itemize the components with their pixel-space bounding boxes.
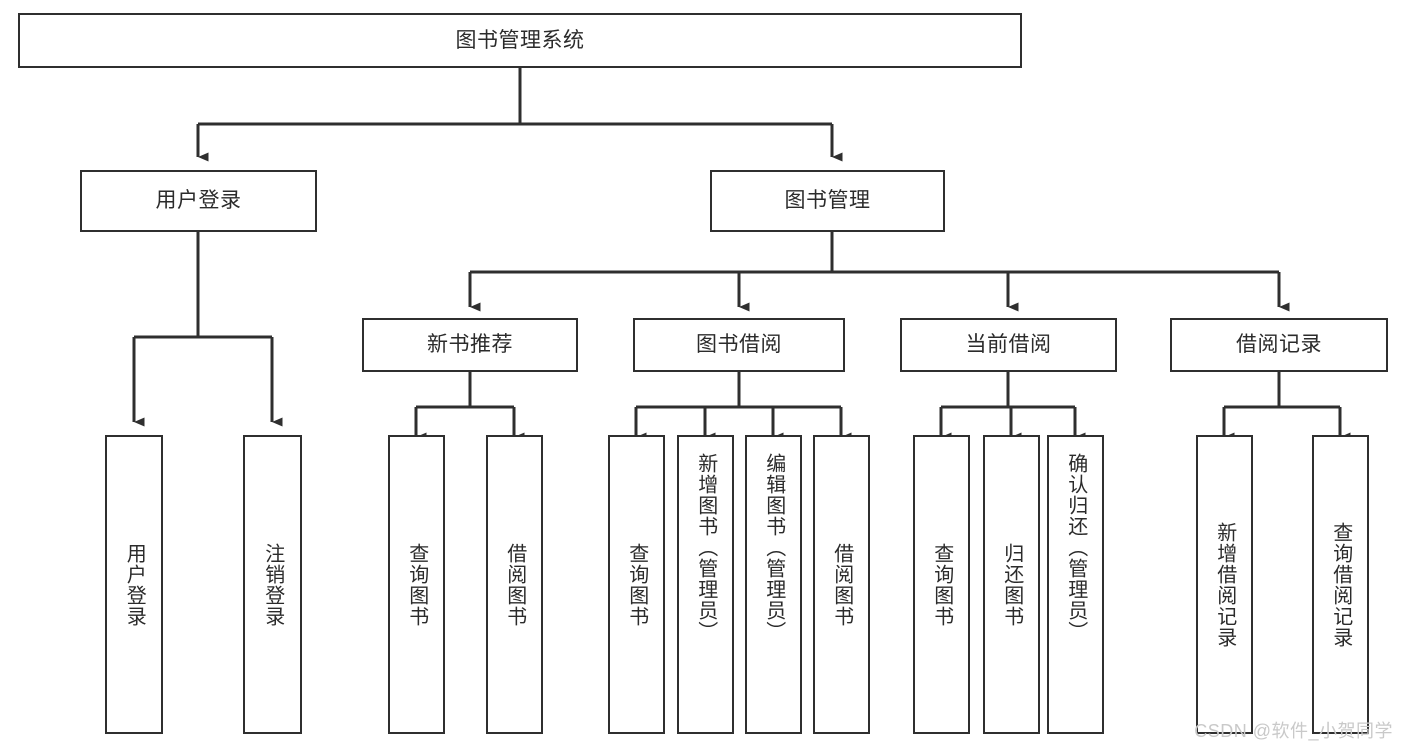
leaf-user-login-label: 用户登录 [123, 542, 146, 627]
node-borrow-record[interactable]: 借阅记录 [1170, 318, 1388, 372]
leaf-add-book-label: 新增图书（管理员） [694, 453, 717, 642]
node-book-borrow[interactable]: 图书借阅 [633, 318, 845, 372]
leaf-borrow-book-2-label: 借阅图书 [830, 542, 853, 627]
node-new-book-recommend-label: 新书推荐 [427, 333, 513, 357]
leaf-return-book-label: 归还图书 [1000, 542, 1023, 627]
leaf-query-book-2-label: 查询图书 [625, 542, 648, 627]
leaf-confirm-return-label: 确认归还（管理员） [1064, 453, 1087, 642]
leaf-add-record[interactable]: 新增借阅记录 [1196, 435, 1253, 734]
leaf-add-book[interactable]: 新增图书（管理员） [677, 435, 734, 734]
node-book-manage[interactable]: 图书管理 [710, 170, 945, 232]
leaf-confirm-return[interactable]: 确认归还（管理员） [1047, 435, 1104, 734]
node-current-borrow-label: 当前借阅 [965, 333, 1052, 357]
leaf-query-book-1[interactable]: 查询图书 [388, 435, 445, 734]
node-current-borrow[interactable]: 当前借阅 [900, 318, 1117, 372]
node-new-book-recommend[interactable]: 新书推荐 [362, 318, 578, 372]
node-root-system[interactable]: 图书管理系统 [18, 13, 1022, 68]
leaf-return-book[interactable]: 归还图书 [983, 435, 1040, 734]
leaf-user-logout[interactable]: 注销登录 [243, 435, 302, 734]
csdn-watermark: CSDN @软件_小贺同学 [1194, 721, 1393, 741]
leaf-query-book-1-label: 查询图书 [405, 542, 428, 627]
node-book-manage-label: 图书管理 [784, 189, 871, 213]
leaf-borrow-book-2[interactable]: 借阅图书 [813, 435, 870, 734]
node-user-login-label: 用户登录 [155, 189, 242, 213]
node-user-login[interactable]: 用户登录 [80, 170, 317, 232]
leaf-borrow-book-1-label: 借阅图书 [503, 542, 526, 627]
leaf-user-logout-label: 注销登录 [261, 542, 284, 627]
leaf-query-record[interactable]: 查询借阅记录 [1312, 435, 1369, 734]
node-root-label: 图书管理系统 [455, 28, 585, 52]
node-book-borrow-label: 图书借阅 [696, 333, 782, 357]
leaf-edit-book[interactable]: 编辑图书（管理员） [745, 435, 802, 734]
leaf-user-login[interactable]: 用户登录 [105, 435, 163, 734]
leaf-add-record-label: 新增借阅记录 [1213, 521, 1236, 648]
leaf-borrow-book-1[interactable]: 借阅图书 [486, 435, 543, 734]
leaf-query-book-2[interactable]: 查询图书 [608, 435, 665, 734]
leaf-edit-book-label: 编辑图书（管理员） [762, 453, 785, 642]
node-borrow-record-label: 借阅记录 [1236, 333, 1322, 357]
leaf-query-record-label: 查询借阅记录 [1329, 521, 1352, 648]
leaf-query-book-3[interactable]: 查询图书 [913, 435, 970, 734]
leaf-query-book-3-label: 查询图书 [930, 542, 953, 627]
